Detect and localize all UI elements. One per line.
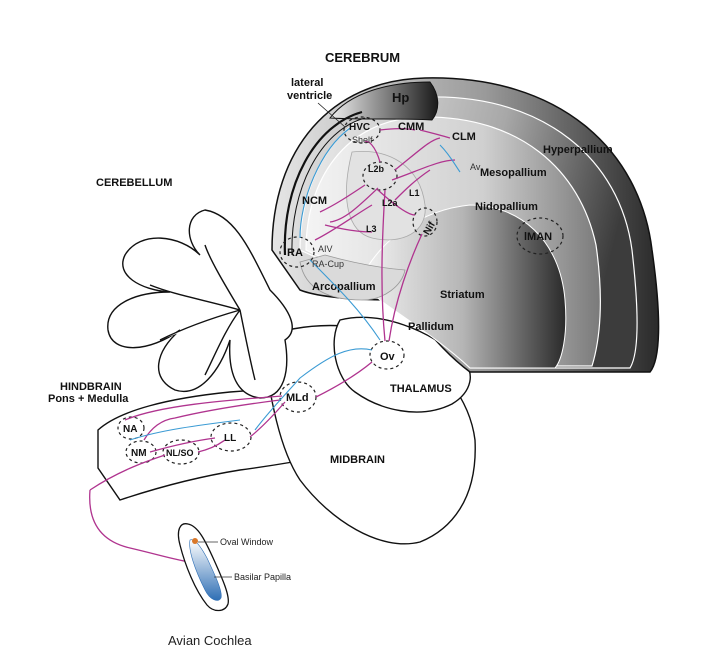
hindbrain-label: HINDBRAIN bbox=[60, 381, 122, 393]
mesopallium-label: Mesopallium bbox=[480, 167, 547, 179]
lateral-ventricle-label-1: lateral bbox=[291, 77, 323, 89]
ra-label: RA bbox=[287, 247, 303, 259]
nl-so-label: NL/SO bbox=[166, 448, 194, 458]
striatum-label: Striatum bbox=[440, 289, 485, 301]
pallidum-label: Pallidum bbox=[408, 321, 454, 333]
ra-cup-label: RA-Cup bbox=[312, 259, 344, 269]
cerebellum-outline bbox=[107, 209, 293, 399]
avian-cochlea-title: Avian Cochlea bbox=[168, 633, 252, 648]
ncm-label: NCM bbox=[302, 195, 327, 207]
field-l-region bbox=[346, 151, 426, 241]
projection-paths bbox=[89, 127, 461, 564]
lateral-ventricle-label-2: ventricle bbox=[287, 90, 332, 102]
cerebrum-label: CEREBRUM bbox=[325, 50, 400, 65]
l2b-label: L2b bbox=[368, 164, 385, 174]
na-label: NA bbox=[123, 424, 137, 435]
mld-label: MLd bbox=[286, 392, 309, 404]
cerebellum-label: CEREBELLUM bbox=[96, 177, 172, 189]
cmm-label: CMM bbox=[398, 121, 424, 133]
pons-medulla-label: Pons + Medulla bbox=[48, 393, 129, 405]
cerebrum bbox=[271, 77, 660, 373]
hippocampus-label: Hp bbox=[392, 90, 409, 105]
aiv-label: AIV bbox=[318, 244, 333, 254]
l2a-label: L2a bbox=[382, 198, 399, 208]
oval-window-label: Oval Window bbox=[220, 537, 274, 547]
hyperpallium-label: Hyperpallium bbox=[543, 144, 613, 156]
shelf-label: Shelf bbox=[352, 135, 373, 145]
lman-label: lMAN bbox=[524, 231, 552, 243]
arcopallium-label: Arcopallium bbox=[312, 281, 376, 293]
l1-label: L1 bbox=[409, 188, 420, 198]
clm-label: CLM bbox=[452, 131, 476, 143]
ov-label: Ov bbox=[380, 351, 396, 363]
basilar-papilla-label: Basilar Papilla bbox=[234, 572, 291, 582]
l3-label: L3 bbox=[366, 224, 377, 234]
midbrain-label: MIDBRAIN bbox=[330, 454, 385, 466]
hippocampus-region bbox=[329, 81, 439, 121]
nm-label: NM bbox=[131, 448, 147, 459]
arcopallium-region bbox=[299, 254, 406, 301]
lateral-ventricle bbox=[283, 110, 363, 256]
nidopallium-label: Nidopallium bbox=[475, 201, 538, 213]
avian-cochlea bbox=[177, 523, 229, 612]
ll-label: LL bbox=[224, 433, 236, 444]
hvc-label: HVC bbox=[349, 122, 370, 133]
thalamus-label: THALAMUS bbox=[390, 383, 452, 395]
av-label: Av bbox=[470, 162, 481, 172]
